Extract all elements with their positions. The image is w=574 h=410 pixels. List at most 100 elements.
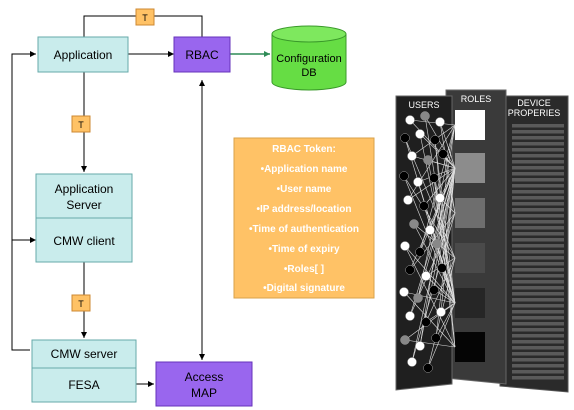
application-server-box: Application Server — [35, 173, 133, 219]
device-property-stripe — [512, 142, 564, 146]
user-role-link — [439, 121, 456, 169]
device-property-stripe — [512, 184, 564, 188]
device-property-stripe — [512, 334, 564, 338]
user-role-link — [435, 302, 456, 339]
application-label: Application — [54, 48, 113, 62]
config-db-label-1: Configuration — [276, 53, 341, 65]
device-property-stripe — [512, 322, 564, 326]
role-box — [455, 332, 485, 362]
user-dot — [405, 115, 415, 125]
roles-header: ROLES — [461, 94, 492, 104]
user-dot — [425, 225, 435, 235]
app-server-label-2: Server — [66, 198, 101, 212]
token-box-title: RBAC Token: — [272, 144, 336, 155]
user-dot — [421, 271, 431, 281]
device-header-1: DEVICE — [517, 98, 551, 108]
user-role-link — [439, 121, 456, 214]
device-property-stripe — [512, 214, 564, 218]
user-dot — [405, 265, 415, 275]
role-box — [455, 243, 485, 273]
user-role-link — [423, 167, 456, 207]
device-property-stripe — [512, 310, 564, 314]
token-item-time-auth: •Time of authentication — [249, 224, 359, 235]
device-property-stripe — [512, 124, 564, 128]
user-role-link — [409, 119, 456, 126]
user-dot — [399, 171, 409, 181]
device-property-stripe — [512, 250, 564, 254]
token-item-time-expiry: •Time of expiry — [268, 244, 340, 255]
device-property-stripe — [512, 160, 564, 164]
users-header: USERS — [408, 100, 439, 110]
device-property-stripe — [512, 274, 564, 278]
user-dot — [415, 341, 425, 351]
server-to-app-loop — [11, 51, 36, 351]
user-dot — [438, 149, 448, 159]
token-item-ip-address: •IP address/location — [256, 204, 351, 215]
device-property-stripe — [512, 316, 564, 320]
device-property-stripe — [512, 148, 564, 152]
user-role-link — [440, 167, 456, 313]
role-box — [455, 198, 485, 228]
fesa-box: FESA — [31, 367, 137, 403]
device-header-2: PROPERIES — [508, 108, 561, 118]
cmw-server-label: CMW server — [51, 347, 118, 361]
device-property-stripe — [512, 136, 564, 140]
user-dot — [400, 241, 410, 251]
user-dot — [415, 129, 425, 139]
token-item-user-name: •User name — [277, 184, 332, 195]
device-property-stripe — [512, 226, 564, 230]
user-dot — [435, 117, 445, 127]
user-role-link — [409, 167, 456, 317]
user-dot — [400, 335, 410, 345]
user-role-link — [413, 223, 456, 304]
device-properties-panel: DEVICE PROPERIES — [499, 95, 569, 393]
user-dot — [407, 151, 417, 161]
user-dot — [420, 111, 430, 121]
device-property-stripe — [512, 376, 564, 380]
user-dot — [409, 219, 419, 229]
device-property-stripe — [512, 352, 564, 356]
rbac-token-info-box: RBAC Token: •Application name •User name… — [233, 137, 375, 299]
application-box: Application — [37, 36, 129, 73]
device-property-stripe — [512, 256, 564, 260]
roles-panel: ROLES — [445, 89, 507, 385]
user-dot — [429, 285, 439, 295]
device-property-stripe — [512, 358, 564, 362]
token-marker-bottom: T — [71, 294, 91, 312]
user-role-link — [433, 167, 456, 291]
device-property-stripe — [512, 244, 564, 248]
user-dot — [435, 193, 445, 203]
user-dot — [407, 357, 417, 367]
device-property-stripe — [512, 262, 564, 266]
user-dot — [419, 201, 429, 211]
fesa-label: FESA — [68, 378, 99, 392]
device-property-stripe — [512, 232, 564, 236]
user-dot — [436, 307, 446, 317]
device-property-stripe — [512, 286, 564, 290]
device-property-stripe — [512, 280, 564, 284]
user-role-link — [424, 115, 456, 169]
device-property-stripe — [512, 154, 564, 158]
rbac-box: RBAC — [173, 36, 231, 73]
user-dot — [413, 293, 423, 303]
user-dots — [399, 111, 448, 373]
user-dot — [423, 155, 433, 165]
device-property-stripe — [512, 238, 564, 242]
device-property-stripe — [512, 370, 564, 374]
users-panel: USERS — [395, 95, 456, 391]
device-property-stripe — [512, 268, 564, 272]
token-item-digital-signature: •Digital signature — [263, 283, 345, 294]
role-box — [455, 288, 485, 318]
device-property-stripes — [512, 124, 564, 380]
user-role-link — [434, 139, 456, 304]
device-property-stripe — [512, 190, 564, 194]
user-dot — [430, 135, 440, 145]
device-property-stripe — [512, 364, 564, 368]
device-property-stripe — [512, 202, 564, 206]
user-dot — [432, 239, 442, 249]
user-dot — [421, 317, 431, 327]
device-property-stripe — [512, 298, 564, 302]
users-roles-devices-illustration: DEVICE PROPERIES ROLES USERS — [395, 89, 569, 393]
user-dot — [437, 263, 447, 273]
